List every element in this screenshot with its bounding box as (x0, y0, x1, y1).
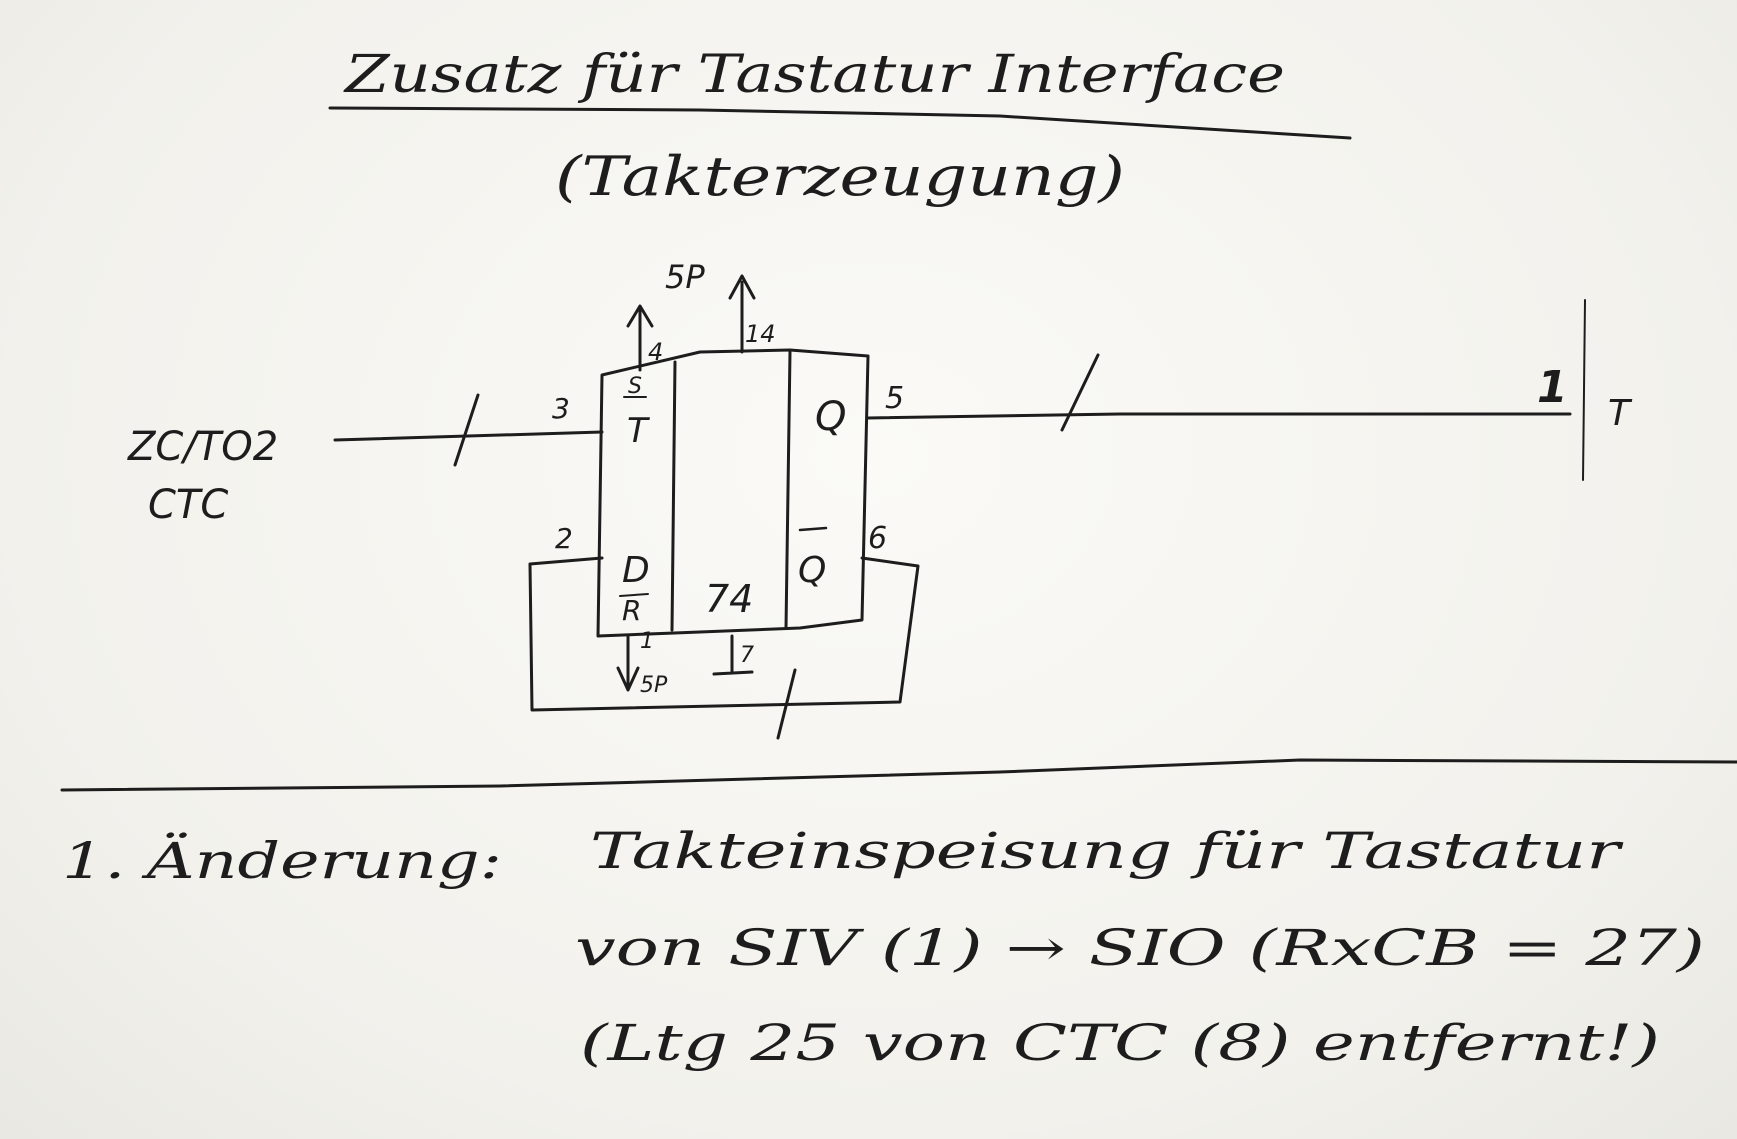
pin-6-label: 6 (868, 521, 887, 556)
output-label-T: T (1608, 393, 1633, 434)
pin-14-label: 14 (745, 320, 776, 348)
set-pin-label: S (628, 374, 642, 399)
section-divider (60, 758, 1737, 792)
input-signal-source: CTC (148, 482, 228, 528)
pin-5-label: 5 (885, 381, 904, 416)
qbar-overbar (798, 526, 828, 532)
feedback-loop-wire (528, 556, 920, 712)
chip-right-divider (784, 350, 792, 630)
qbar-output-label: Q (798, 550, 826, 591)
supply-label: 5P (665, 258, 705, 296)
change-note-line3: (Ltg 25 von CTC (8) entfernt!) (580, 1014, 1660, 1072)
pin-7-label: 7 (740, 643, 754, 668)
output-label-1: 1 (1537, 362, 1568, 413)
supply-label-bottom: 5P (640, 673, 668, 698)
pin-2-label: 2 (555, 522, 573, 555)
q-output-wire (866, 412, 1572, 420)
supply-arrow-pin14 (728, 274, 756, 354)
pin-1-label: 1 (640, 629, 654, 654)
title-text: Zusatz für Tastatur Interface (343, 45, 1285, 105)
clock-input-wire (333, 430, 604, 442)
input-signal-name: ZC/TO2 (127, 424, 278, 470)
supply-arrow-pin4 (626, 304, 654, 372)
reset-pin-overbar (619, 593, 649, 597)
output-edge-line (1582, 299, 1586, 481)
clock-pin-label: T (627, 411, 650, 451)
data-pin-label: D (622, 550, 650, 591)
pin-3-label: 3 (552, 392, 570, 425)
q-output-label: Q (815, 394, 846, 440)
change-note-line2: von SIV (1) → SIO (RxCB = 27) (575, 919, 1705, 977)
reset-pin-label: R (622, 594, 641, 627)
pin-4-label: 4 (648, 338, 663, 366)
q-output-tick (1060, 353, 1100, 432)
change-note-heading: 1. Änderung: (62, 831, 502, 890)
subtitle-text: (Takterzeugung) (555, 145, 1125, 208)
title-underline (328, 106, 1352, 140)
chip-number-label: 74 (705, 577, 753, 621)
chip-74-outline (596, 348, 870, 638)
change-note-line1: Takteinspeisung für Tastatur (590, 822, 1624, 880)
reset-supply-arrow (616, 634, 640, 692)
feedback-loop-tick (776, 668, 797, 740)
clock-input-tick (453, 393, 480, 467)
ground-symbol (712, 634, 754, 676)
chip-left-divider (670, 360, 677, 632)
